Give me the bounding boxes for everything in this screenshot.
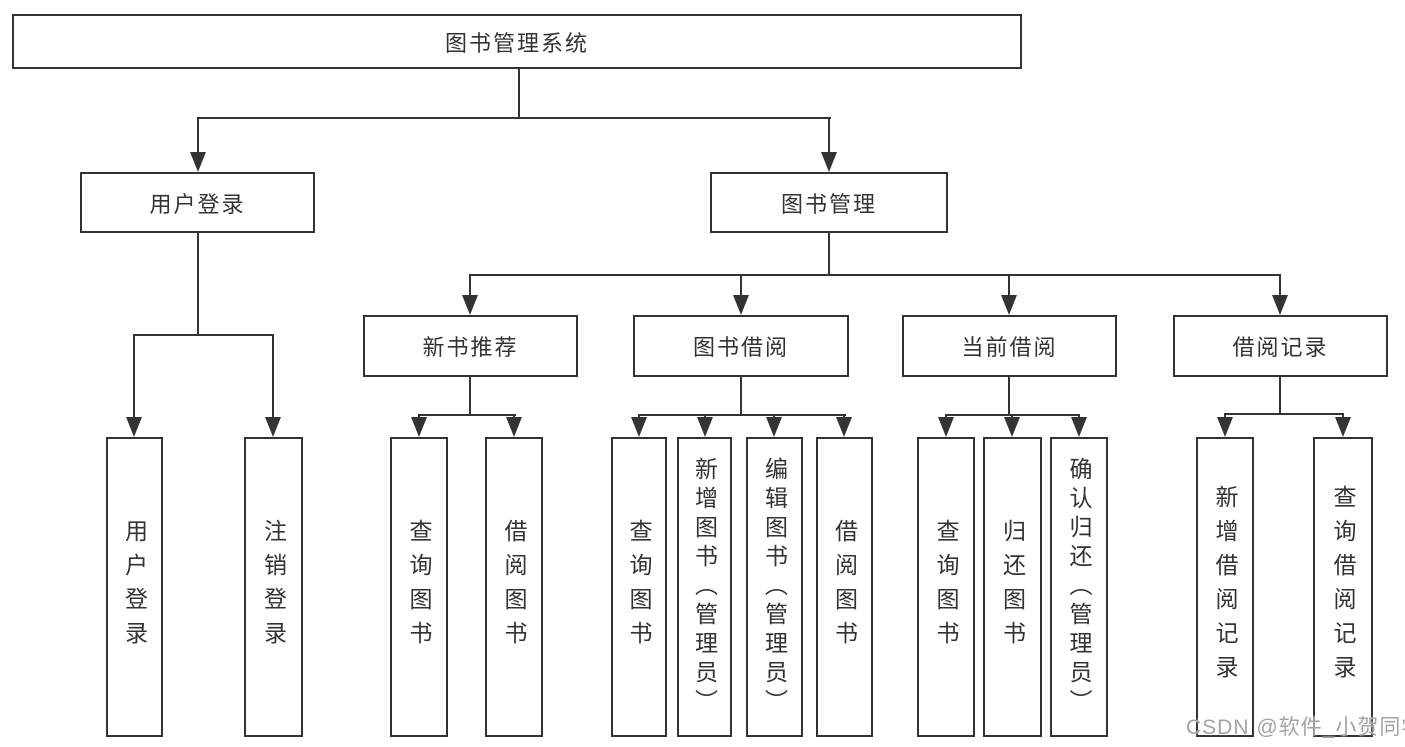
arrow-down-icon	[697, 417, 713, 437]
connector-line	[418, 414, 516, 416]
arrow-down-icon	[265, 417, 281, 437]
connector-line	[469, 377, 471, 416]
node-label: 用户登录	[149, 191, 246, 217]
leaf-add-borrow-record: 新增借阅记录	[1196, 437, 1254, 737]
node-label: 归还图书	[999, 519, 1026, 655]
leaf-logout: 注销登录	[244, 437, 303, 737]
node-label: 新书推荐	[422, 335, 519, 360]
leaf-edit-books-admin: 编辑图书（管理员）	[746, 437, 803, 737]
node-book-borrowing: 图书借阅	[633, 315, 849, 377]
arrow-down-icon	[411, 417, 427, 437]
connector-line	[133, 334, 274, 336]
node-label: 图书管理	[780, 191, 877, 217]
connector-line	[828, 118, 830, 154]
node-label: 查询图书	[406, 519, 432, 655]
node-label: 新增图书（管理员）	[691, 456, 718, 718]
csdn-watermark: CSDN @软件_小贺同学	[1186, 716, 1405, 739]
connector-line	[197, 118, 199, 154]
node-borrowing-records: 借阅记录	[1173, 315, 1388, 377]
connector-line	[638, 414, 846, 416]
leaf-query-books-current: 查询图书	[917, 437, 975, 737]
node-label: 借阅记录	[1232, 335, 1329, 360]
arrow-down-icon	[462, 295, 478, 315]
leaf-return-books: 归还图书	[983, 437, 1042, 737]
arrow-down-icon	[938, 417, 954, 437]
leaf-user-login: 用户登录	[106, 437, 163, 737]
node-label: 借阅图书	[831, 519, 858, 655]
leaf-query-books-borrowing: 查询图书	[611, 437, 667, 737]
node-label: 注销登录	[260, 519, 287, 655]
connector-line	[518, 69, 520, 118]
node-label: 新增借阅记录	[1212, 485, 1238, 689]
node-label: 用户登录	[121, 519, 148, 655]
arrow-down-icon	[190, 152, 206, 172]
arrow-down-icon	[821, 152, 837, 172]
connector-line	[469, 275, 471, 297]
node-label: 编辑图书（管理员）	[761, 456, 788, 718]
leaf-borrow-books: 借阅图书	[816, 437, 873, 737]
connector-line	[272, 335, 274, 419]
connector-line	[1279, 377, 1281, 414]
arrow-down-icon	[1335, 417, 1351, 437]
arrow-down-icon	[506, 417, 522, 437]
leaf-borrow-books-recommend: 借阅图书	[485, 437, 543, 737]
leaf-add-books-admin: 新增图书（管理员）	[677, 437, 732, 737]
arrow-down-icon	[766, 417, 782, 437]
arrow-down-icon	[733, 295, 749, 315]
node-label: 当前借阅	[961, 335, 1058, 360]
arrow-down-icon	[1001, 295, 1017, 315]
connector-line	[740, 275, 742, 297]
node-label: 确认归还（管理员）	[1066, 456, 1092, 718]
connector-line	[828, 233, 830, 275]
node-label: 图书借阅	[692, 335, 789, 360]
connector-line	[1279, 275, 1281, 297]
connector-line	[197, 233, 199, 336]
node-new-book-recommendation: 新书推荐	[363, 315, 578, 377]
leaf-confirm-return-admin: 确认归还（管理员）	[1050, 437, 1108, 737]
node-label: 查询图书	[933, 519, 959, 655]
node-current-borrowing: 当前借阅	[902, 315, 1117, 377]
node-label: 查询借阅记录	[1330, 485, 1356, 689]
connector-line	[1008, 377, 1010, 416]
node-label: 图书管理系统	[444, 30, 589, 56]
arrow-down-icon	[631, 417, 647, 437]
arrow-down-icon	[1071, 417, 1087, 437]
node-user-login: 用户登录	[80, 172, 315, 233]
node-label: 借阅图书	[501, 519, 527, 655]
connector-line	[469, 274, 1281, 276]
connector-line	[1224, 413, 1344, 415]
arrow-down-icon	[1272, 295, 1288, 315]
connector-line	[133, 335, 135, 419]
arrow-down-icon	[126, 417, 142, 437]
node-book-management: 图书管理	[710, 172, 948, 233]
arrow-down-icon	[1004, 417, 1020, 437]
connector-line	[1008, 275, 1010, 297]
connector-line	[740, 377, 742, 416]
leaf-query-books-recommend: 查询图书	[390, 437, 448, 737]
node-label: 查询图书	[626, 519, 652, 655]
leaf-query-borrow-record: 查询借阅记录	[1313, 437, 1373, 737]
arrow-down-icon	[1217, 417, 1233, 437]
node-library-management-system: 图书管理系统	[12, 14, 1022, 69]
connector-line	[197, 117, 831, 119]
arrow-down-icon	[836, 417, 852, 437]
